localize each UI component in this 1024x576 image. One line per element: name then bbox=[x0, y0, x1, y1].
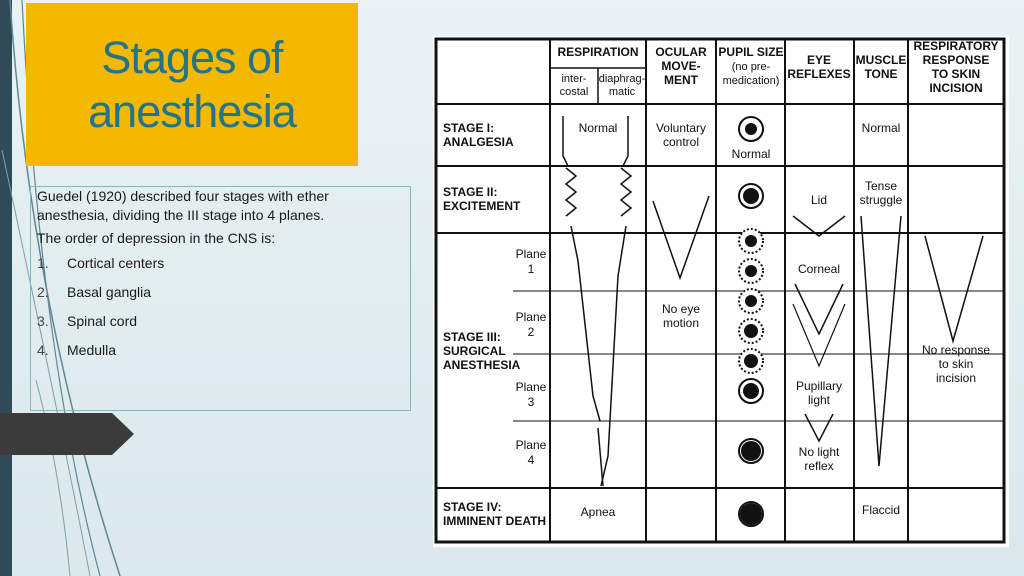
header-intercostal-2: costal bbox=[560, 86, 589, 98]
list-number: 2. bbox=[37, 284, 49, 300]
ocular-voluntary-1: Voluntary bbox=[656, 121, 706, 135]
header-ocular-2: MOVE- bbox=[661, 59, 700, 73]
intro-paragraph: Guedel (1920) described four stages with… bbox=[37, 188, 329, 223]
decorative-lines bbox=[1, 0, 121, 576]
respiration-waveforms bbox=[562, 116, 633, 487]
no-eye-motion-2: motion bbox=[663, 316, 699, 330]
stage1-line1: STAGE I: bbox=[443, 121, 494, 135]
title-line-1: Stages of bbox=[101, 31, 283, 83]
header-resp-3: TO SKIN bbox=[932, 67, 980, 81]
order-paragraph: The order of depression in the CNS is: bbox=[37, 230, 276, 246]
no-response-2: to skin bbox=[939, 357, 974, 371]
tense-1: Tense bbox=[865, 179, 897, 193]
list-item: 2. Basal ganglia bbox=[37, 283, 404, 302]
header-resp-4: INCISION bbox=[929, 81, 982, 95]
cns-order-list: 1. Cortical centers 2. Basal ganglia 3. Spi… bbox=[37, 254, 404, 360]
tense-2: struggle bbox=[860, 193, 903, 207]
list-number: 3. bbox=[37, 313, 49, 329]
response-wedge bbox=[924, 235, 984, 344]
list-item: 3. Spinal cord bbox=[37, 312, 404, 331]
list-label: Basal ganglia bbox=[67, 284, 152, 300]
no-response-1: No response bbox=[922, 343, 990, 357]
title-line-2: anesthesia bbox=[88, 85, 297, 137]
list-label: Spinal cord bbox=[67, 313, 138, 329]
stage2-line2: EXCITEMENT bbox=[443, 199, 521, 213]
chevron-arrow bbox=[0, 413, 134, 455]
stage3-line3: ANESTHESIA bbox=[443, 358, 521, 372]
header-intercostal-1: inter- bbox=[561, 73, 586, 85]
no-response-3: incision bbox=[936, 371, 976, 385]
lid-wedge bbox=[792, 215, 846, 237]
pupil-icons bbox=[738, 116, 764, 527]
list-label: Medulla bbox=[67, 342, 117, 358]
list-label: Cortical centers bbox=[67, 255, 165, 271]
list-number: 4. bbox=[37, 342, 49, 358]
no-light-2: reflex bbox=[804, 459, 833, 473]
resp-normal: Normal bbox=[579, 121, 618, 135]
header-muscle-2: TONE bbox=[864, 67, 897, 81]
content-text-box: Guedel (1920) described four stages with… bbox=[30, 186, 411, 411]
list-item: 4. Medulla bbox=[37, 341, 404, 360]
header-diaphragmatic-1: diaphrag- bbox=[599, 73, 646, 85]
no-light-1: No light bbox=[799, 445, 840, 459]
header-diaphragmatic-2: matic bbox=[609, 86, 636, 98]
plane1-line2: 1 bbox=[528, 262, 535, 276]
header-ocular-3: MENT bbox=[664, 73, 699, 87]
header-eye-2: REFLEXES bbox=[787, 67, 850, 81]
plane3-line2: 3 bbox=[528, 395, 535, 409]
pupillary-1: Pupillary bbox=[796, 379, 842, 393]
header-resp-2: RESPONSE bbox=[923, 53, 990, 67]
stage1-line2: ANALGESIA bbox=[443, 135, 514, 149]
plane4-line1: Plane bbox=[516, 438, 547, 452]
stage3-line2: SURGICAL bbox=[443, 344, 506, 358]
title-box: Stages of anesthesia bbox=[26, 3, 358, 166]
stage1-normal: Normal bbox=[862, 121, 901, 135]
pupillary-2: light bbox=[808, 393, 831, 407]
stage4-line1: STAGE IV: bbox=[443, 500, 501, 514]
ocular-wedge bbox=[652, 195, 710, 281]
no-eye-motion-1: No eye bbox=[662, 302, 700, 316]
plane2-line2: 2 bbox=[528, 325, 535, 339]
plane1-line1: Plane bbox=[516, 247, 547, 261]
lid-label: Lid bbox=[811, 193, 827, 207]
header-muscle-1: MUSCLE bbox=[856, 53, 907, 67]
header-ocular-1: OCULAR bbox=[655, 45, 707, 59]
flaccid-label: Flaccid bbox=[862, 503, 900, 517]
pupil-normal: Normal bbox=[732, 147, 771, 161]
corneal-wedge bbox=[794, 283, 844, 336]
stage2-line1: STAGE II: bbox=[443, 185, 497, 199]
header-respiration: RESPIRATION bbox=[557, 45, 638, 59]
header-eye-1: EYE bbox=[807, 53, 831, 67]
apnea-label: Apnea bbox=[581, 505, 616, 519]
list-number: 1. bbox=[37, 255, 49, 271]
header-resp-1: RESPIRATORY bbox=[913, 39, 998, 53]
plane4-line2: 4 bbox=[528, 453, 535, 467]
plane3-line1: Plane bbox=[516, 380, 547, 394]
header-pupil-3: medication) bbox=[723, 75, 780, 87]
ocular-voluntary-2: control bbox=[663, 135, 699, 149]
plane2-line1: Plane bbox=[516, 310, 547, 324]
header-pupil-1: PUPIL SIZE bbox=[718, 45, 783, 59]
muscle-wedge bbox=[860, 215, 902, 467]
stage3-line1: STAGE III: bbox=[443, 330, 501, 344]
list-item: 1. Cortical centers bbox=[37, 254, 404, 273]
stage4-line2: IMMINENT DEATH bbox=[443, 514, 546, 528]
chart-svg: RESPIRATION inter- costal diaphrag- mati… bbox=[434, 37, 1006, 544]
header-pupil-2: (no pre- bbox=[732, 61, 771, 73]
guedel-stages-chart: RESPIRATION inter- costal diaphrag- mati… bbox=[433, 36, 1009, 547]
row-lines bbox=[436, 103, 1004, 489]
corneal-label: Corneal bbox=[798, 262, 840, 276]
